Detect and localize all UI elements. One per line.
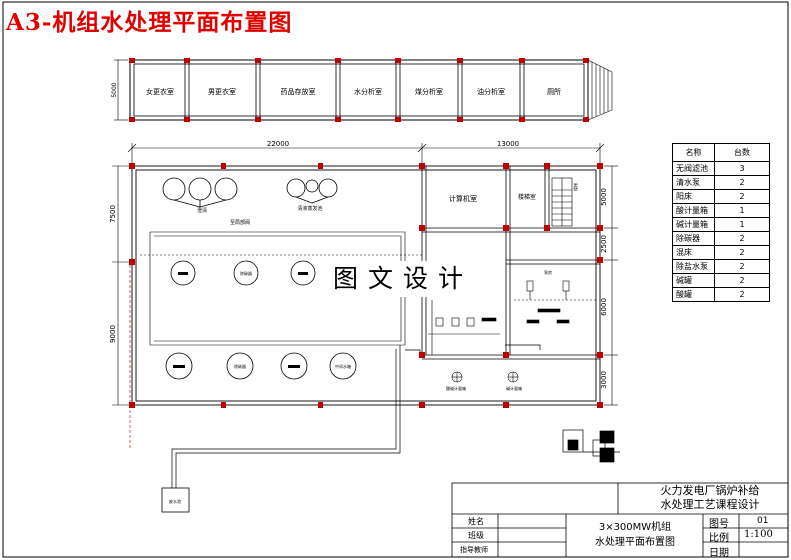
course-line-1: 火力发电厂锅炉补给 <box>660 484 760 497</box>
label-lower-tank: 除碳器 <box>234 363 246 369</box>
legend-item-name: 除碳器 <box>672 231 715 246</box>
label-outdoor-tank: 废水池 <box>169 498 181 504</box>
figure-number-value: 01 <box>757 516 769 526</box>
outdoor-tank <box>161 487 190 513</box>
dim-right-b: 2500 <box>600 235 608 253</box>
label-decarb: 除碳器 <box>240 270 252 276</box>
room-label: 油分析室 <box>477 87 505 96</box>
label-dosing2: 碱计量箱 <box>506 385 522 391</box>
class-label: 班级 <box>468 531 484 540</box>
room-label: 男更衣室 <box>208 87 236 96</box>
legend-item-count: 2 <box>714 287 770 302</box>
label-computer-room: 计算机室 <box>449 194 477 203</box>
dim-right-d: 3000 <box>600 371 608 389</box>
drawing-name: 3×300MW机组 水处理平面布置图 <box>570 520 700 550</box>
dim-left-lower: 9000 <box>109 325 117 343</box>
legend-item-name: 碱计量箱 <box>672 217 715 232</box>
legend-item-count: 2 <box>714 273 770 288</box>
legend-item-name: 无阀滤池 <box>672 161 715 176</box>
dim-top-left: 22000 <box>267 140 289 148</box>
top-strip: 5000 女更衣室 男更衣室 药品存放室 水分析室 煤分析室 油分析室 厕所 <box>111 58 613 122</box>
stair-symbol <box>551 177 573 227</box>
room-label: 女更衣室 <box>146 87 174 96</box>
scale-value: 1:100 <box>744 529 773 540</box>
room-label: 厕所 <box>547 87 561 96</box>
ramp-hatch <box>587 59 613 121</box>
legend-item-name: 酸罐 <box>672 287 715 302</box>
label-clarifier: 澄清 <box>197 207 207 214</box>
tank-row-lower <box>165 352 357 380</box>
legend-item-name: 碱罐 <box>672 273 715 288</box>
main-plan: 22000 13000 7500 9000 5000 2500 <box>109 140 620 513</box>
dosing-equipment <box>428 300 500 355</box>
legend-header-name: 名称 <box>672 143 715 162</box>
label-stair-room: 楼梯室 <box>518 193 536 201</box>
drawing-name-line-2: 水处理平面布置图 <box>595 537 675 548</box>
room-label: 煤分析室 <box>415 87 443 96</box>
room-label: 水分析室 <box>354 87 382 96</box>
room-label: 药品存放室 <box>281 87 316 96</box>
label-dosing1: 酸碱计量箱 <box>446 385 466 391</box>
legend-item-count: 2 <box>714 175 770 190</box>
legend-item-count: 2 <box>714 259 770 274</box>
legend-item-name: 清水泵 <box>672 175 715 190</box>
legend-item-count: 2 <box>714 231 770 246</box>
dim-top-right: 13000 <box>497 140 519 148</box>
legend-item-name: 阳床 <box>672 189 715 204</box>
legend-item-count: 2 <box>714 245 770 260</box>
teacher-label: 指导教师 <box>460 546 488 554</box>
dim-strip-height: 5000 <box>111 82 118 97</box>
course-line-2: 水处理工艺课程设计 <box>660 498 760 511</box>
legend-item-count: 1 <box>714 217 770 232</box>
dim-right-a: 5000 <box>600 188 608 206</box>
legend-item-count: 2 <box>714 189 770 204</box>
pump-room-equipment <box>514 280 596 324</box>
label-filter-group: 清液蒸发池 <box>297 205 322 212</box>
date-label: 日期 <box>709 548 729 559</box>
legend-item-name: 混床 <box>672 245 715 260</box>
elevation-symbol <box>562 429 620 463</box>
label-upper-hall: 至局部阀 <box>230 219 250 226</box>
dim-right-c: 6000 <box>600 298 608 316</box>
watermark-text: 图文设计 <box>318 261 488 297</box>
legend-item-name: 酸计量箱 <box>672 203 715 218</box>
name-label: 姓名 <box>468 517 484 526</box>
metering-tanks <box>451 371 519 383</box>
label-pump-room: 泵房 <box>544 269 552 275</box>
page-title: A3-机组水处理平面布置图 <box>6 9 293 36</box>
course-title: 火力发电厂锅炉补给 水处理工艺课程设计 <box>640 484 780 512</box>
legend-item-count: 3 <box>714 161 770 176</box>
clarifier-group <box>162 177 238 208</box>
legend-item-count: 1 <box>714 203 770 218</box>
legend-item-name: 除盐水泵 <box>672 259 715 274</box>
filter-group <box>286 178 338 204</box>
label-mixed-bed: 中间水箱 <box>335 363 351 369</box>
scale-label: 比例 <box>709 533 729 544</box>
drawing-name-line-1: 3×300MW机组 <box>598 522 672 533</box>
label-stair: 楼梯 <box>572 183 578 191</box>
dim-left-upper: 7500 <box>109 205 117 223</box>
legend-header-count: 台数 <box>714 143 770 162</box>
figure-number-label: 图号 <box>709 519 729 530</box>
